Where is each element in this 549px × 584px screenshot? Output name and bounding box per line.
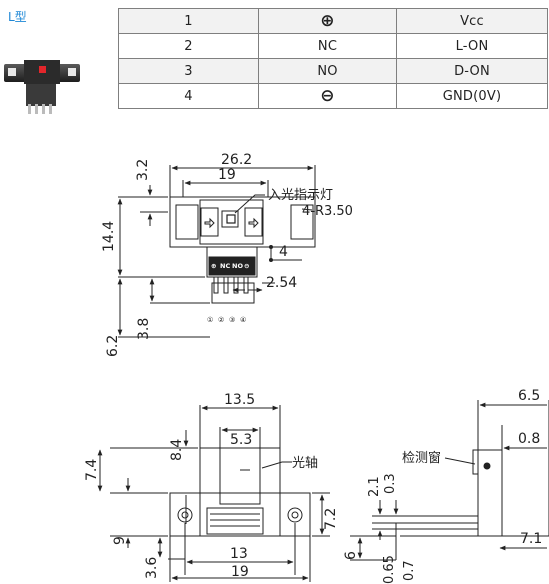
pin-function: D-ON xyxy=(396,58,548,84)
dim-side-base: 6 xyxy=(343,551,359,560)
svg-text:①: ① xyxy=(207,316,213,324)
note-window: 检测窗 xyxy=(402,450,441,466)
minus-circle-icon: ⊖ xyxy=(244,262,249,270)
pin-number: 2 xyxy=(118,33,259,59)
pin-symbol: NC xyxy=(258,33,397,59)
dim-front-height: 7.4 xyxy=(84,459,100,481)
table-row: 1 ⊕ Vcc xyxy=(118,8,548,34)
dim-inner: 19 xyxy=(218,167,236,183)
pin-labels: ⊕ NC NO ⊖ ① ② ③ ④ xyxy=(207,262,249,324)
dim-side-mid: 0.8 xyxy=(518,431,540,447)
dim-front-right: 7.2 xyxy=(323,508,339,530)
pin-number: 3 xyxy=(118,58,259,84)
sensor-photo xyxy=(4,60,80,114)
dim-height: 14.4 xyxy=(101,221,117,252)
svg-text:NC: NC xyxy=(220,262,230,270)
svg-text:③: ③ xyxy=(229,316,235,324)
table-row: 3 NO D-ON xyxy=(118,58,548,84)
dim-front-slot: 8.4 xyxy=(169,439,185,461)
svg-text:NO: NO xyxy=(232,262,243,270)
dim-side-top: 6.5 xyxy=(518,388,540,404)
dim-total: 6.2 xyxy=(105,335,121,357)
dim-side-pin: 0.65 xyxy=(382,555,397,584)
dim-top-offset: 3.2 xyxy=(135,159,151,181)
dim-side-pin2: 0.7 xyxy=(402,560,417,581)
dim-front-bottom: 3.6 xyxy=(144,557,160,579)
dim-front-width: 13.5 xyxy=(224,392,255,408)
dim-front-base: 9 xyxy=(112,536,128,545)
indicator-led xyxy=(39,66,46,73)
svg-text:②: ② xyxy=(218,316,224,324)
table-row: 2 NC L-ON xyxy=(118,33,548,59)
note-axis: 光轴 xyxy=(292,456,318,471)
pin-function: Vcc xyxy=(396,8,548,34)
type-label: L型 xyxy=(8,10,27,24)
pin-function: GND(0V) xyxy=(396,83,548,109)
note-radius: 4-R3.50 xyxy=(302,204,353,219)
dim-side-window2: 0.3 xyxy=(383,473,398,494)
note-indicator: 入光指示灯 xyxy=(268,188,333,203)
dim-front-gap: 5.3 xyxy=(230,432,252,448)
dim-pin-len: 3.8 xyxy=(136,318,152,340)
table-row: 4 ⊖ GND(0V) xyxy=(118,83,548,109)
dim-front-total: 19 xyxy=(231,564,249,580)
dim-side-bottom: 7.1 xyxy=(520,531,542,547)
front-view-drawing xyxy=(97,405,330,582)
side-view-drawing xyxy=(350,400,549,561)
top-view-drawing xyxy=(117,165,316,338)
dim-pin-pitch: 2.54 xyxy=(266,275,297,291)
pin-number: 4 xyxy=(118,83,259,109)
dim-right: 4 xyxy=(279,244,288,260)
plus-circle-icon: ⊕ xyxy=(211,262,216,270)
dim-width: 26.2 xyxy=(221,152,252,168)
svg-text:④: ④ xyxy=(240,316,246,324)
dim-front-pitch: 13 xyxy=(230,546,248,562)
pin-table: 1 ⊕ Vcc 2 NC L-ON 3 NO D-ON 4 ⊖ GND(0V) xyxy=(118,8,548,109)
dim-side-window: 2.1 xyxy=(367,476,382,497)
